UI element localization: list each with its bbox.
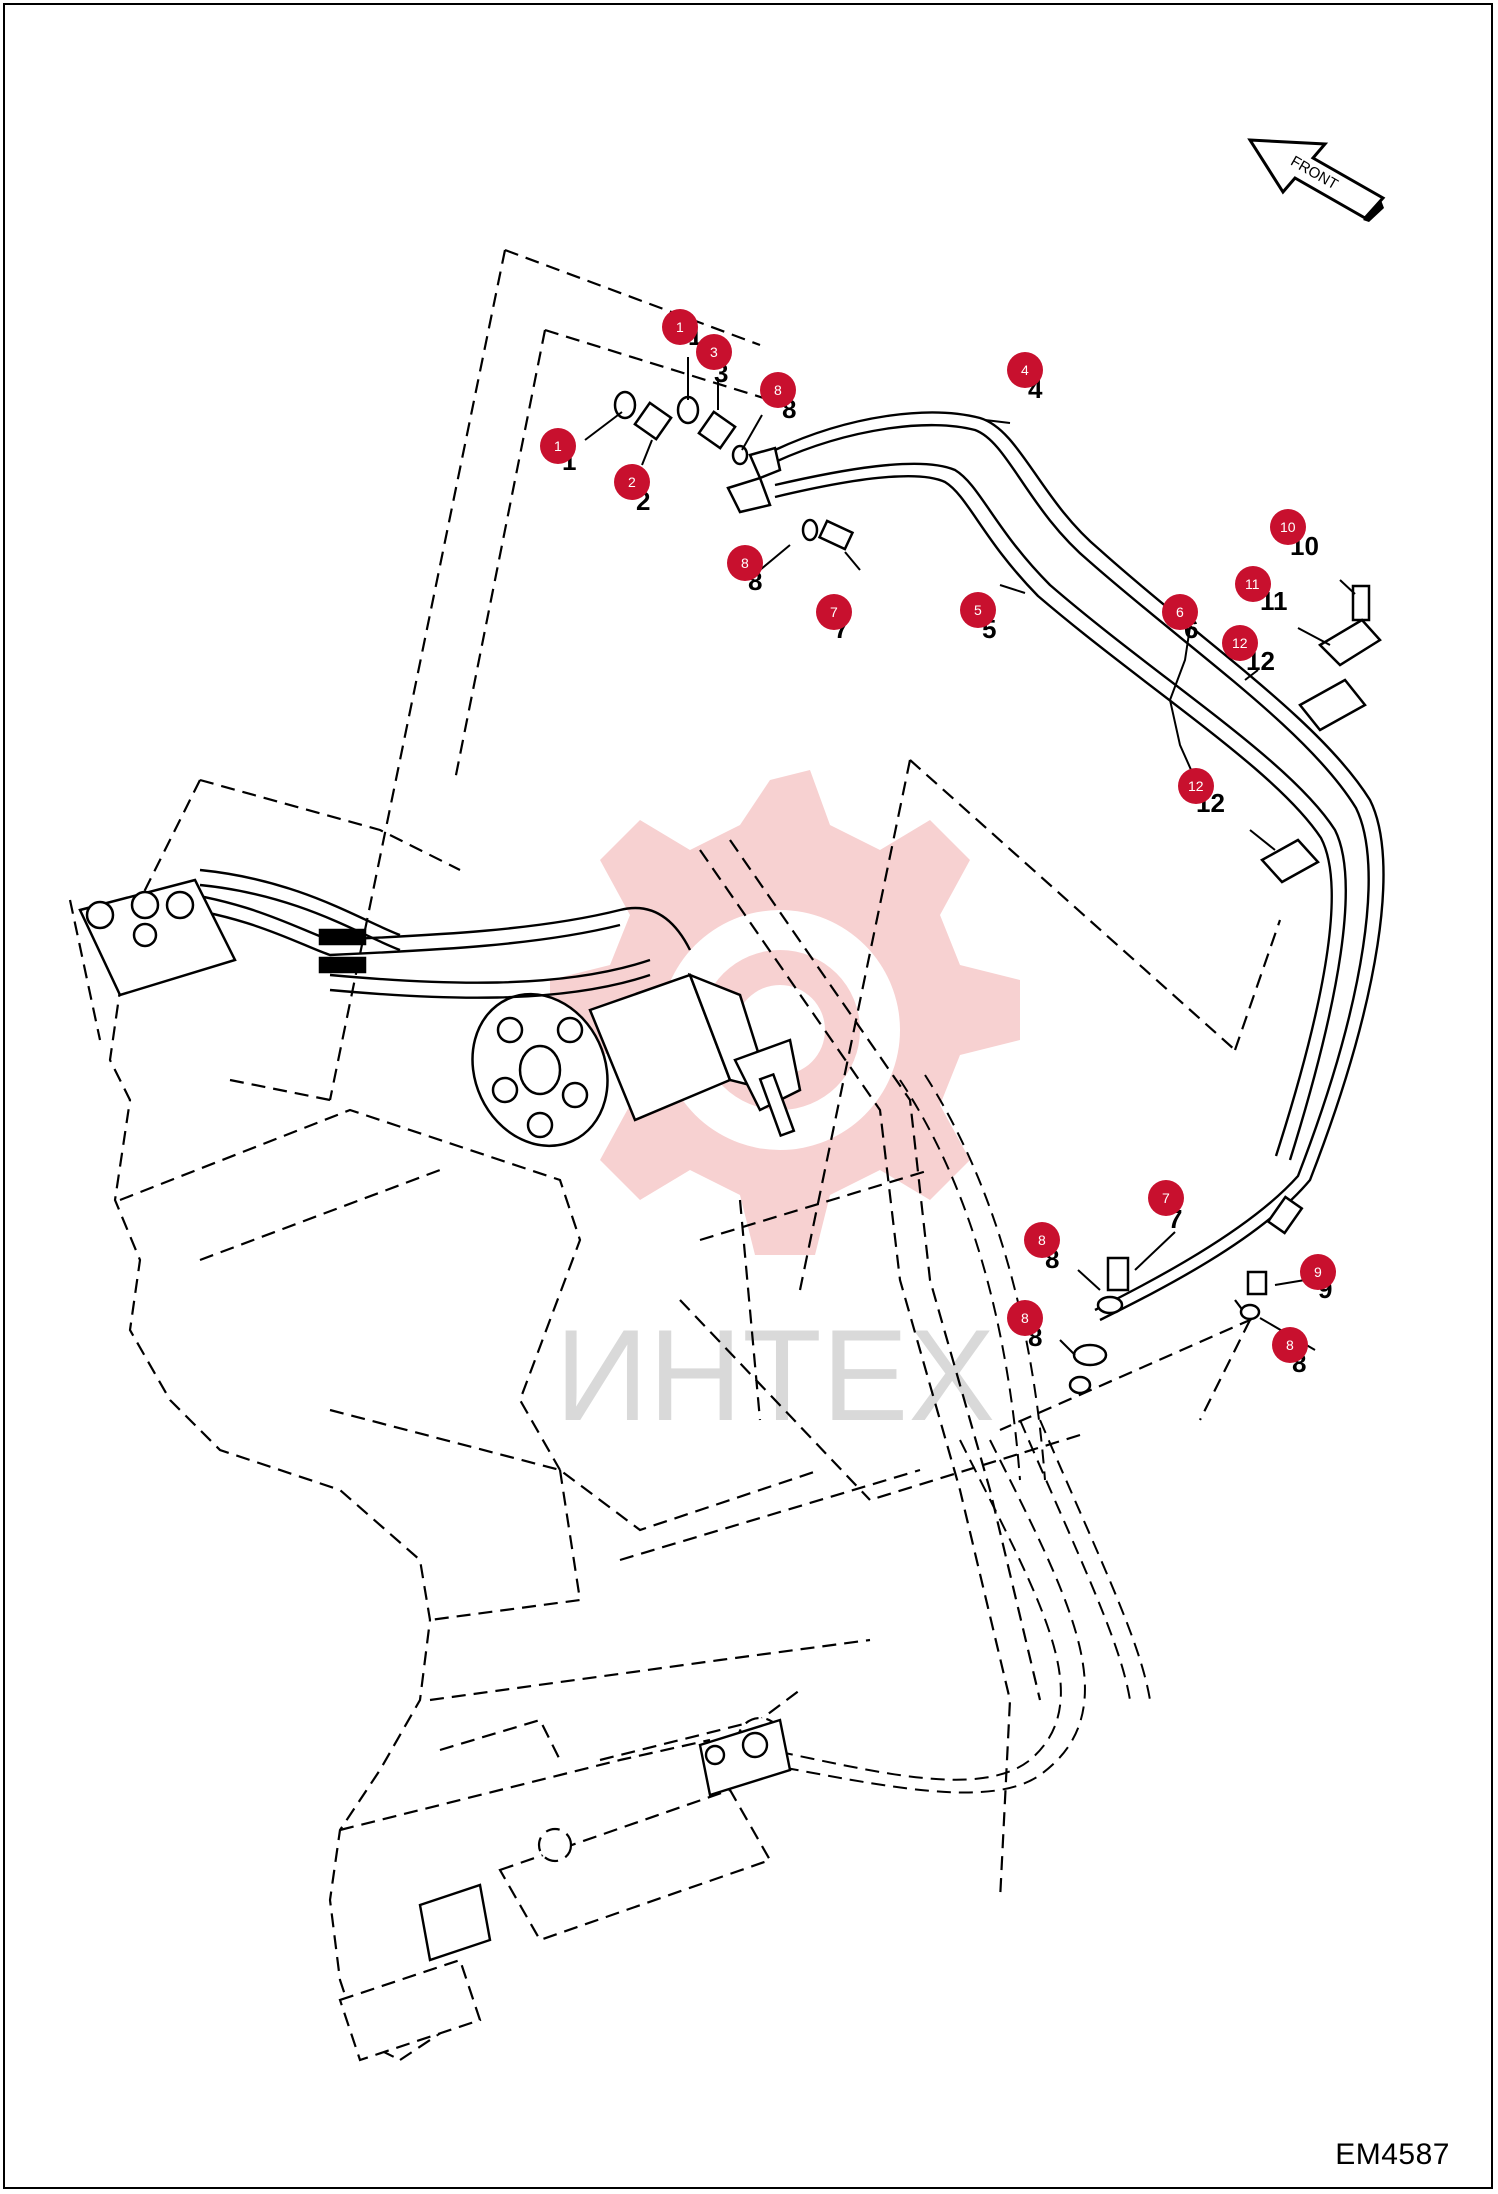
hose-assembly (774, 411, 1385, 1322)
callout-8b: 8 8 (727, 545, 763, 596)
phantom-hose-loop (769, 1074, 1151, 1794)
callout-leaders (584, 357, 1356, 1356)
callout-badge: 12 (1188, 778, 1204, 794)
callout-5: 5 5 (960, 592, 996, 644)
callout-badge: 8 (741, 555, 749, 571)
callout-badge: 9 (1314, 1264, 1322, 1280)
callout-badge: 8 (1021, 1310, 1029, 1326)
callout-badge: 12 (1232, 635, 1248, 651)
callout-1b: 1 1 (662, 309, 702, 351)
callout-7a: 7 7 (816, 594, 852, 644)
callout-12a: 12 12 (1222, 625, 1275, 676)
callout-badge: 7 (830, 604, 838, 620)
callout-7b: 7 7 (1148, 1180, 1184, 1234)
callout-badge: 10 (1280, 519, 1296, 535)
callout-6: 6 6 (1162, 594, 1198, 644)
callout-badge: 4 (1021, 362, 1029, 378)
callout-8d: 8 8 (1007, 1300, 1043, 1352)
callout-badge: 3 (710, 344, 718, 360)
watermark-text: ИНТЕХ (555, 1302, 995, 1448)
callout-10: 10 10 (1270, 509, 1319, 561)
drawing-frame (3, 3, 1493, 2189)
callout-badge: 5 (974, 602, 982, 618)
watermark-gear-icon (550, 770, 1020, 1255)
fittings-lower (1068, 1195, 1304, 1395)
callout-badge: 8 (1286, 1337, 1294, 1353)
front-arrow-icon: FRONT (1247, 138, 1386, 222)
clamp-parts (1260, 584, 1382, 884)
callout-9: 9 9 (1300, 1254, 1336, 1304)
callout-1a: 1 1 (540, 428, 576, 476)
callout-8e: 8 8 (1272, 1327, 1308, 1378)
lower-mount-solid (418, 1718, 792, 1962)
callout-2: 2 2 (614, 464, 650, 516)
callout-badge: 6 (1176, 604, 1184, 620)
hydraulic-motor (471, 972, 802, 1148)
valve-block (78, 878, 367, 997)
callout-12b: 12 12 (1178, 768, 1225, 818)
motor-hoses (159, 868, 692, 999)
callout-badge: 8 (1038, 1232, 1046, 1248)
callout-4: 4 4 (1007, 352, 1043, 404)
callout-3: 3 3 (696, 334, 732, 388)
callout-11: 11 11 (1235, 566, 1288, 616)
callout-badge: 1 (676, 319, 684, 335)
fitting-cluster-top (613, 390, 855, 551)
callout-8a: 8 8 (760, 372, 796, 424)
callout-badge: 11 (1245, 576, 1260, 592)
callout-badge: 2 (628, 474, 636, 490)
callout-badge: 1 (554, 438, 562, 454)
callout-badge: 7 (1162, 1190, 1170, 1206)
callout-8c: 8 8 (1024, 1222, 1060, 1274)
document-code: EM4587 (1335, 2138, 1450, 2171)
callout-badge: 8 (774, 382, 782, 398)
